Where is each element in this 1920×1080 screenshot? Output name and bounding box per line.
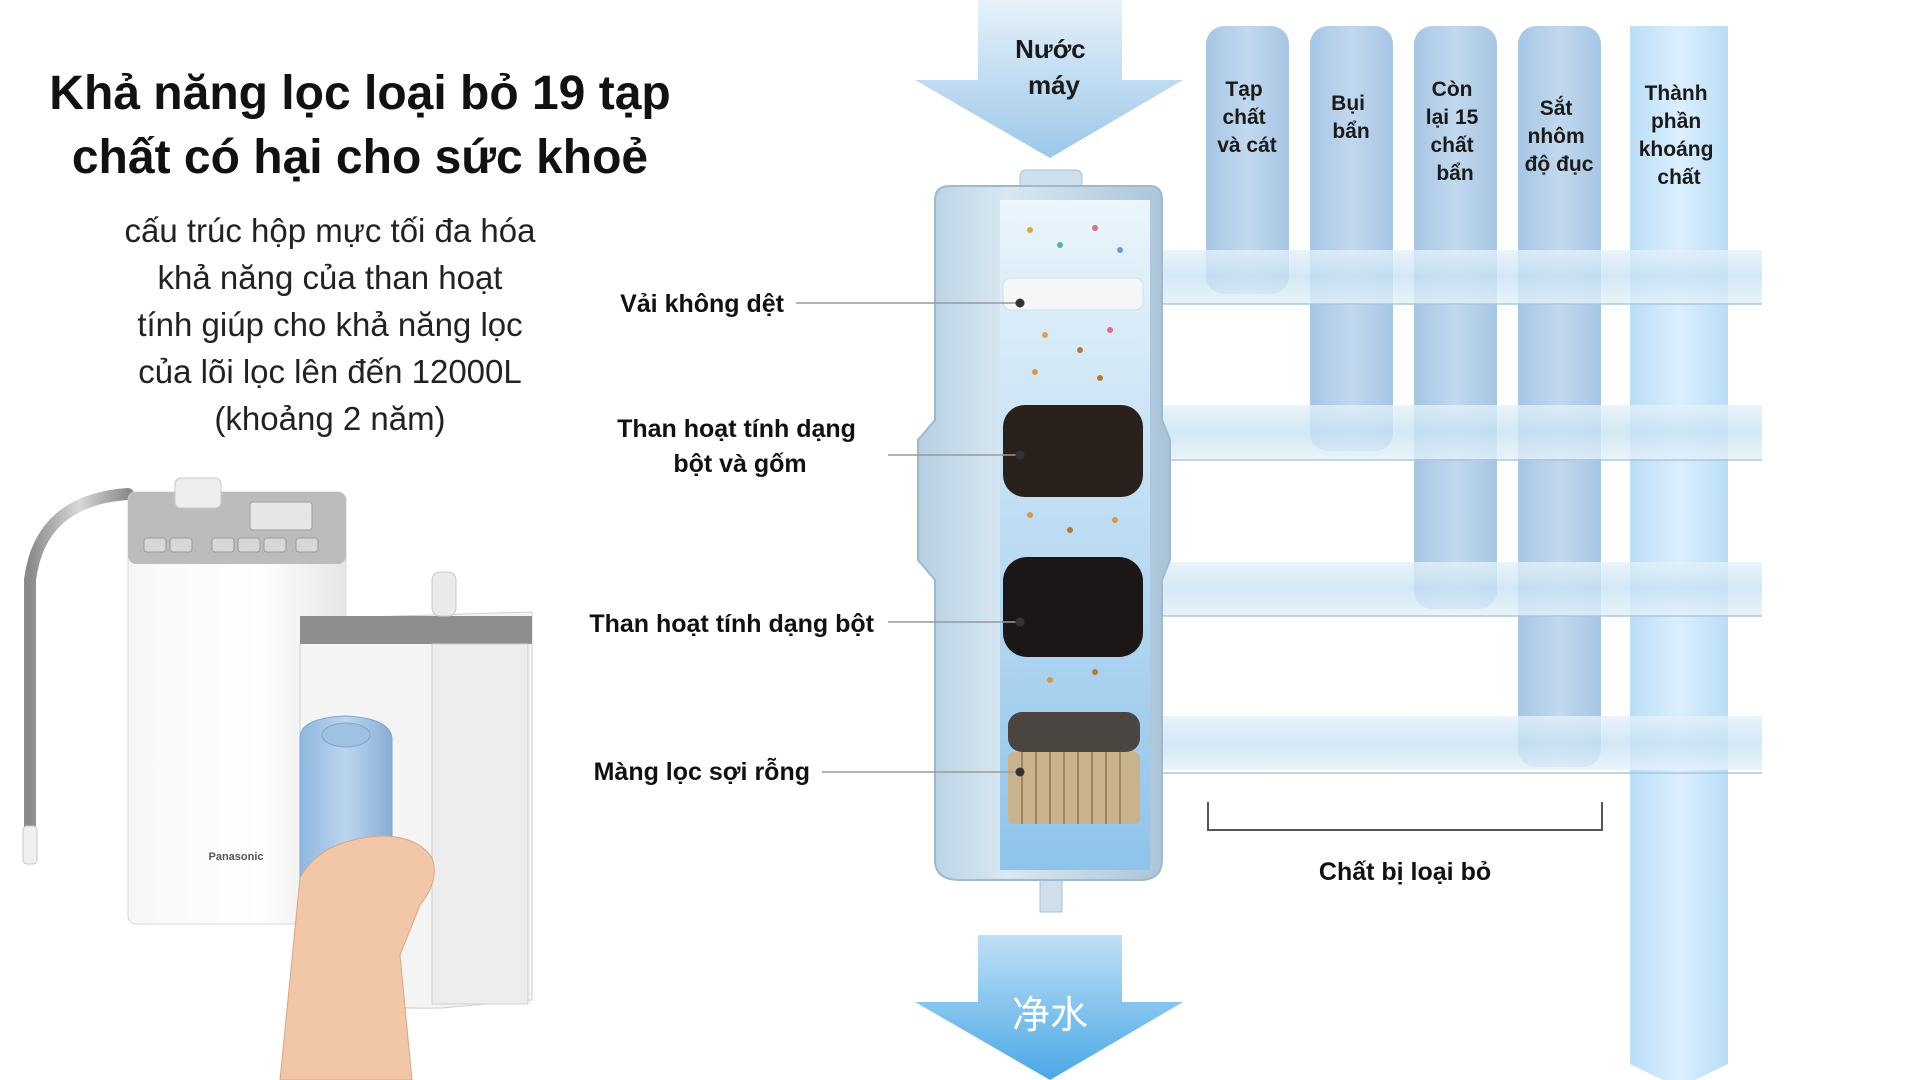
label-carbon-ceramic-l1: Than hoạt tính dạng <box>617 415 856 443</box>
page-title: Khả năng lọc loại bỏ 19 tạp chất có hại … <box>20 62 700 190</box>
band-nonwoven <box>1150 250 1762 304</box>
inlet-label: Nước máy <box>1015 34 1093 100</box>
subtitle-line2: khả năng của than hoạt <box>157 259 503 296</box>
layer-carbon-ceramic <box>1003 405 1143 497</box>
band-carbon-powder <box>1150 562 1762 616</box>
band-hollow-fiber <box>1150 716 1762 770</box>
removed-label: Chất bị loại bỏ <box>1319 858 1491 886</box>
column-label-minerals: Thành phần khoáng chất <box>1639 82 1720 189</box>
water-particles <box>1027 225 1123 683</box>
inlet-arrow <box>915 0 1183 158</box>
layer-nonwoven <box>1002 277 1144 311</box>
label-hollow-fiber: Màng lọc sợi rỗng <box>594 756 810 786</box>
column-remaining <box>1414 26 1497 609</box>
layer-bands <box>1150 250 1762 770</box>
column-label-sand: Tạp chất và cát <box>1217 78 1277 157</box>
col-min-l1: Thành <box>1645 82 1708 105</box>
subtitle-line5: (khoảng 2 năm) <box>214 400 446 437</box>
inlet-label-l1: Nước <box>1015 34 1086 64</box>
label-nonwoven: Vải không dệt <box>620 290 785 318</box>
faucet-hose <box>24 488 134 836</box>
outlet-label: 净水 <box>1012 993 1088 1037</box>
column-sand <box>1206 26 1289 294</box>
column-label-dust: Bụi bẩn <box>1331 92 1371 143</box>
col-iron-l2: nhôm <box>1528 125 1585 148</box>
col-iron-l3: độ đục <box>1525 153 1594 176</box>
page-title-line1: Khả năng lọc loại bỏ 19 tạp <box>49 67 671 120</box>
col-iron-l1: Sắt <box>1540 96 1573 120</box>
brand-logo: Panasonic <box>208 851 263 863</box>
subtitle-line3: tính giúp cho khả năng lọc <box>137 306 523 343</box>
column-dust <box>1310 26 1393 451</box>
col-sand-l2: chất <box>1222 106 1265 129</box>
col-min-l2: phần <box>1651 110 1701 133</box>
callout-dot-carbon-powder <box>1015 617 1025 627</box>
display-screen <box>249 501 313 531</box>
page-title-line2: chất có hại cho sức khoẻ <box>71 131 649 184</box>
col-dust-l2: bẩn <box>1332 120 1369 143</box>
col-rem-l3: chất <box>1430 134 1473 157</box>
col-rem-l1: Còn <box>1432 78 1473 101</box>
col-rem-l2: lại 15 <box>1426 106 1479 129</box>
inlet-label-l2: máy <box>1028 70 1081 100</box>
column-label-remaining: Còn lại 15 chất bẩn <box>1426 78 1484 185</box>
col-rem-l4: bẩn <box>1436 162 1473 185</box>
band-carbon-ceramic <box>1150 405 1762 459</box>
outlet-arrow <box>915 935 1183 1080</box>
callout-dot-hollow-fiber <box>1015 767 1025 777</box>
col-min-l3: khoáng <box>1639 138 1714 161</box>
col-sand-l1: Tạp <box>1225 78 1262 101</box>
layer-hollow-fiber <box>1008 712 1140 824</box>
subtitle-line4: của lõi lọc lên đến 12000L <box>138 353 522 390</box>
label-carbon-ceramic: Than hoạt tính dạng bột và gốm <box>617 415 863 478</box>
hand <box>279 835 435 1080</box>
subtitle: cấu trúc hộp mực tối đa hóa khả năng của… <box>70 207 590 442</box>
column-label-iron: Sắt nhôm độ đục <box>1525 96 1594 176</box>
removed-bracket <box>1207 802 1603 831</box>
col-min-l4: chất <box>1657 166 1700 189</box>
label-carbon-ceramic-l2: bột và gốm <box>673 450 806 478</box>
callout-dot-nonwoven <box>1015 298 1025 308</box>
col-dust-l1: Bụi <box>1331 92 1365 115</box>
layer-carbon-powder <box>1003 557 1143 657</box>
filter-cartridge <box>917 169 1171 913</box>
label-carbon-powder: Than hoạt tính dạng bột <box>589 610 874 638</box>
callout-dot-carbon-ceramic <box>1015 450 1025 460</box>
subtitle-line1: cấu trúc hộp mực tối đa hóa <box>124 212 536 249</box>
col-sand-l3: và cát <box>1217 134 1277 157</box>
product-illustration: Panasonic <box>22 477 533 1080</box>
